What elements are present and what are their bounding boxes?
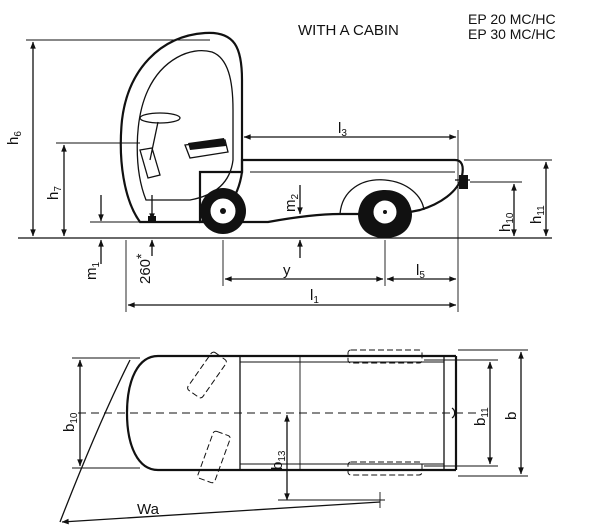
clearance-260-label: 260* <box>133 253 154 284</box>
seat-cushion <box>188 138 226 150</box>
top-coupling <box>451 407 456 419</box>
h11-label: h11 <box>528 205 547 224</box>
steering-wheel <box>139 112 181 124</box>
y-label: y <box>283 262 291 279</box>
model-line-2: EP 30 MC/HC <box>468 26 556 42</box>
drawing-title: WITH A CABIN <box>298 22 399 39</box>
rear-wheel-bottom <box>347 461 423 476</box>
b13-label: b13 <box>269 450 288 470</box>
wa-dimension <box>61 501 381 525</box>
m1-label: m1 <box>83 262 102 281</box>
h7-label: h7 <box>45 186 64 200</box>
h10-label: h10 <box>497 212 516 232</box>
b-label: b <box>503 412 520 420</box>
cabin-window <box>136 50 234 201</box>
rear-wheel-top <box>347 349 423 364</box>
front-wheel-bottom <box>197 430 231 484</box>
wa-label: Wa <box>137 501 160 518</box>
front-wheel-top <box>187 351 227 399</box>
rear-wheel <box>358 190 412 238</box>
l3-label: l3 <box>338 120 347 139</box>
b11-label: b11 <box>472 407 491 426</box>
b10-label: b10 <box>61 412 80 432</box>
clearance-point <box>148 216 156 222</box>
steering-column <box>149 121 159 161</box>
rear-fender <box>339 179 425 215</box>
l1-label: l1 <box>310 287 319 306</box>
l5-label: l5 <box>416 262 425 281</box>
h6-label: h6 <box>5 131 24 145</box>
rear-coupling <box>459 175 468 189</box>
model-line-1: EP 20 MC/HC <box>468 11 556 27</box>
m2-label: m2 <box>282 194 301 213</box>
top-cabin-outline <box>125 354 240 472</box>
turning-arc <box>59 359 131 523</box>
front-wheel <box>200 188 246 234</box>
top-view: b10 b11 b b13 Wa <box>59 349 528 525</box>
side-view: h6 h7 l3 m2 m1 <box>5 31 552 312</box>
